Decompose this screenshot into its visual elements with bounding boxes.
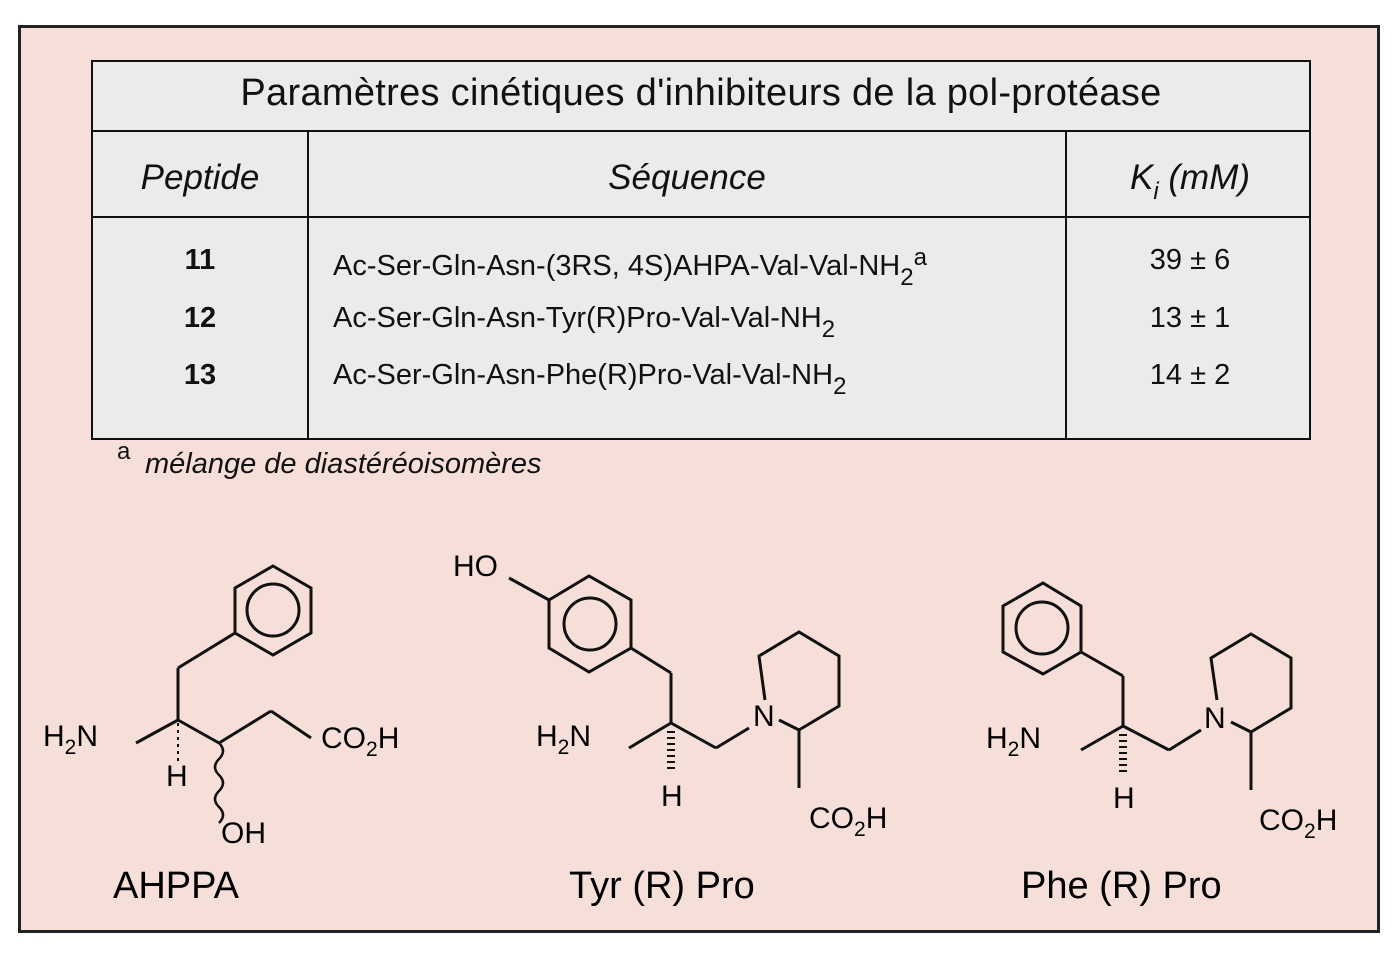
table-row-sequence: Ac-Ser-Gln-Asn-Phe(R)Pro-Val-Val-NH2 [333,359,846,401]
hydrogen-label: H [166,760,188,793]
hydroxyl-label: OH [221,817,266,850]
piperidine-ring [1209,632,1293,734]
benzene-ring [233,564,313,657]
hydrogen-label: H [661,780,683,813]
hydrogen-label: H [1113,782,1135,815]
footnote-mark: a [117,438,131,465]
sequence-subscript: 2 [833,373,847,400]
table-row-ki: 14 ± 2 [1149,359,1231,391]
header-peptide: Peptide [140,158,260,197]
amine-label: H2N [43,720,98,759]
footnote-reference: a [913,244,927,271]
phe-pro-structure [1001,581,1293,790]
table-row-sequence: Ac-Ser-Gln-Asn-(3RS, 4S)AHPA-Val-Val-NH2… [333,244,927,292]
sequence-text: Ac-Ser-Gln-Asn-(3RS, 4S)AHPA-Val-Val-NH [333,250,901,282]
carboxyl-label: CO2H [1259,804,1337,843]
hydroxy-label: HO [453,550,498,583]
table-divider [93,216,1309,218]
benzene-ring [1001,581,1083,676]
aromatic-circle [245,582,301,638]
table-row-peptide: 12 [183,302,217,334]
sequence-subscript: 2 [821,316,836,343]
header-ki-unit: (mM) [1158,158,1251,197]
figure-panel: Paramètres cinétiques d'inhibiteurs de l… [18,25,1380,933]
tyr-pro-name: Tyr (R) Pro [569,865,755,907]
table-title: Paramètres cinétiques d'inhibiteurs de l… [240,72,1162,114]
piperidine-ring [757,630,841,732]
column-divider [307,130,309,438]
nitrogen-label: N [753,700,775,733]
footnote-text: mélange de diastéréoisomères [145,448,542,480]
sequence-text: Ac-Ser-Gln-Asn-Phe(R)Pro-Val-Val-NH [333,359,834,391]
sequence-text: Ac-Ser-Gln-Asn-Tyr(R)Pro-Val-Val-NH [333,302,822,334]
table-row-peptide: 11 [184,244,216,276]
table-row-sequence: Ac-Ser-Gln-Asn-Tyr(R)Pro-Val-Val-NH2 [333,302,835,344]
ahppa-name: AHPPA [113,865,240,907]
header-sequence: Séquence [608,158,766,197]
header-ki-subscript: i [1153,178,1159,205]
tyr-pro-structure [508,574,841,788]
table-row-ki: 13 ± 1 [1149,302,1231,334]
header-ki: Ki (mM) [1067,158,1313,206]
table-row-ki: 39 ± 6 [1149,244,1231,276]
sequence-subscript: 2 [900,264,914,291]
amine-label: H2N [986,722,1041,761]
amine-label: H2N [536,720,591,759]
benzene-ring [547,574,633,674]
phe-pro-name: Phe (R) Pro [1021,865,1222,907]
carboxyl-label: CO2H [321,722,399,761]
chemical-structures: H2N H OH CO2H AHPPA HO H2N H N CO2H Tyr … [43,550,1337,907]
nitrogen-label: N [1204,702,1226,735]
carboxyl-label: CO2H [809,802,887,841]
column-divider [1065,130,1067,438]
ahppa-structure [135,564,313,824]
aromatic-circle [562,596,618,652]
table-row-peptide: 13 [183,359,217,391]
table-divider [93,130,1309,132]
aromatic-circle [1014,600,1070,656]
kinetics-table: Paramètres cinétiques d'inhibiteurs de l… [91,60,1311,440]
header-ki-symbol: K [1129,158,1154,197]
